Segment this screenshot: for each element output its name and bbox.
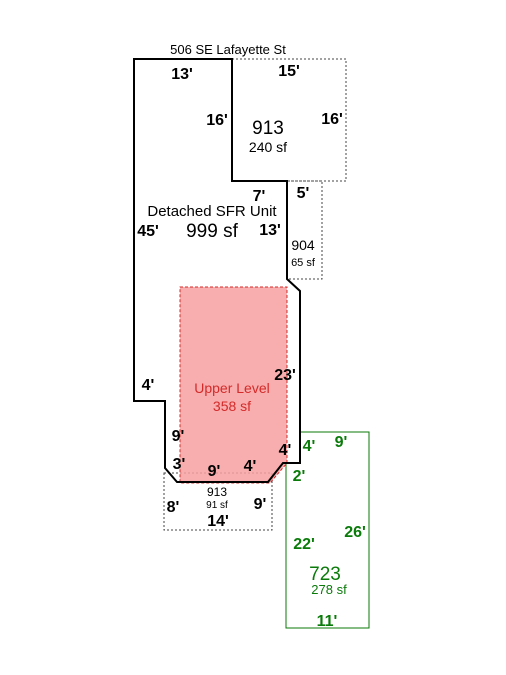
area-913-bottom-area: 91 sf <box>206 500 228 511</box>
main-unit-area: 999 sf <box>186 221 238 242</box>
dim-main-step-right: 13' <box>259 222 281 239</box>
dim-723-left-step: 2' <box>293 468 306 485</box>
upper-level-overlay <box>179 286 288 484</box>
upper-level-label: Upper Level <box>194 380 270 396</box>
area-913-bottom-code: 913 <box>207 485 227 499</box>
dim-913-top-top: 15' <box>278 63 300 80</box>
area-913-top-area: 240 sf <box>249 139 287 155</box>
main-unit-outline <box>133 58 301 483</box>
dim-main-right-lower: 4' <box>279 442 292 459</box>
area-723-code: 723 <box>309 564 341 585</box>
address-label: 506 SE Lafayette St <box>170 42 286 57</box>
dim-main-inner-vertical: 16' <box>206 112 228 129</box>
dim-main-step-top: 7' <box>253 188 266 205</box>
dim-main-left-step: 4' <box>142 377 155 394</box>
dim-913-top-right: 16' <box>321 111 343 128</box>
dim-913-bottom-bottom: 14' <box>207 513 229 530</box>
area-913-top-code: 913 <box>252 118 284 139</box>
dim-904-top: 5' <box>297 185 310 202</box>
dim-913-bottom-right: 9' <box>254 496 267 513</box>
dim-main-bottom: 9' <box>208 463 221 480</box>
area-904-area: 65 sf <box>291 257 316 269</box>
dim-main-top: 13' <box>171 66 193 83</box>
dim-723-left: 22' <box>293 536 315 553</box>
dim-main-diag-right: 4' <box>244 458 257 475</box>
dim-723-bottom: 11' <box>317 613 338 630</box>
main-unit-label: Detached SFR Unit <box>147 203 277 220</box>
area-913-top-outline <box>231 58 347 182</box>
dim-723-top: 9' <box>335 434 348 451</box>
dim-main-lower-left: 9' <box>172 428 185 445</box>
dim-main-right: 23' <box>274 367 296 384</box>
dim-913-bottom-left: 8' <box>167 499 180 516</box>
area-904-code: 904 <box>291 237 315 253</box>
dim-723-left-top: 4' <box>303 438 316 455</box>
dim-main-diag-left: 3' <box>173 456 186 473</box>
dim-main-left: 45' <box>137 223 159 240</box>
dim-723-right: 26' <box>344 524 366 541</box>
upper-level-area: 358 sf <box>213 398 251 414</box>
area-723-area: 278 sf <box>311 582 347 597</box>
